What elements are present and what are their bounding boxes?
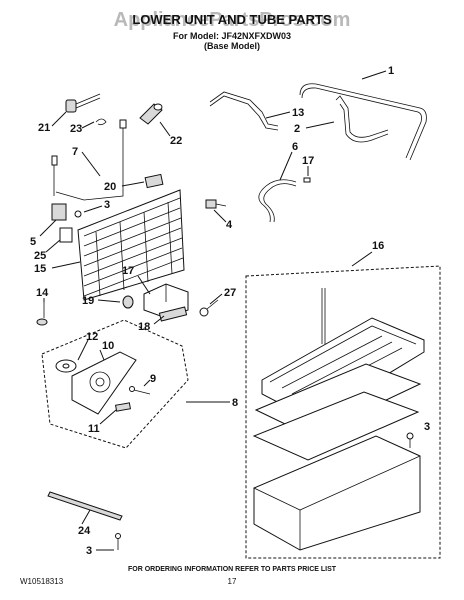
callout-11: 11 — [88, 423, 100, 435]
callout-17-upper: 17 — [302, 155, 314, 167]
callout-10: 10 — [102, 340, 114, 352]
callout-22: 22 — [170, 135, 182, 147]
part-4-sensor — [205, 199, 227, 209]
callout-3-upper: 3 — [104, 199, 110, 211]
callout-3-right: 3 — [424, 421, 430, 433]
part-5-bracket — [51, 203, 67, 221]
part-22-tube — [139, 103, 163, 125]
insulation-sheets — [252, 363, 422, 461]
part-21-connector — [65, 93, 101, 113]
part-25-bracket — [59, 227, 73, 243]
part-18-plate — [158, 306, 188, 322]
part-24-trim — [47, 491, 123, 521]
drain-pan — [253, 435, 421, 551]
part-10-fan-shroud — [71, 351, 137, 415]
part-8-fan-assembly-outline — [41, 319, 189, 449]
callout-9: 9 — [150, 373, 156, 385]
part-27-screw — [199, 299, 219, 317]
part-17-clip — [303, 177, 311, 183]
part-9-screw — [129, 386, 151, 395]
footer-note: FOR ORDERING INFORMATION REFER TO PARTS … — [128, 566, 337, 573]
callout-17-lower: 17 — [122, 265, 134, 277]
part-3-screw-upper — [74, 210, 82, 218]
part-20-clip — [144, 173, 164, 189]
callout-5: 5 — [30, 236, 36, 248]
callout-24: 24 — [78, 525, 91, 537]
part-15-evaporator — [77, 189, 185, 301]
callout-15: 15 — [34, 263, 46, 275]
footer-doc-number: W10518313 — [20, 577, 64, 586]
base-model-line: (Base Model) — [204, 41, 260, 51]
part-19-grommet — [122, 295, 134, 309]
part-14-wire — [36, 302, 48, 326]
footer-page-number: 17 — [228, 577, 237, 586]
callout-20: 20 — [104, 181, 116, 193]
part-7-harness — [51, 119, 127, 201]
part-3-screw-right — [406, 432, 414, 448]
part-12-fan-blade — [55, 359, 77, 373]
callout-8: 8 — [232, 397, 238, 409]
page-title: LOWER UNIT AND TUBE PARTS — [132, 12, 332, 27]
part-16-drain-assembly-outline — [245, 265, 441, 559]
callout-6: 6 — [292, 141, 298, 153]
part-1-tube — [299, 83, 427, 161]
callout-4: 4 — [226, 219, 233, 231]
model-line: For Model: JF42NXFXDW03 — [173, 31, 291, 41]
callout-12: 12 — [86, 331, 98, 343]
callout-1: 1 — [388, 65, 394, 77]
part-11-clip — [115, 402, 131, 412]
callout-19: 19 — [82, 295, 94, 307]
part-13-tube — [209, 91, 279, 131]
callout-13: 13 — [292, 107, 304, 119]
callout-7: 7 — [72, 146, 78, 158]
callout-14: 14 — [36, 287, 49, 299]
callout-23: 23 — [70, 123, 82, 135]
callout-3-lower: 3 — [86, 545, 92, 557]
part-2-tube — [335, 95, 389, 143]
part-23-clip — [95, 118, 107, 126]
part-3-screw-lower — [115, 533, 121, 550]
callout-16: 16 — [372, 240, 384, 252]
callout-2: 2 — [294, 123, 300, 135]
callout-27: 27 — [224, 287, 236, 299]
part-6-hose — [258, 179, 297, 223]
callout-21: 21 — [38, 122, 50, 134]
callout-25: 25 — [34, 250, 46, 262]
callout-18: 18 — [138, 321, 150, 333]
watermark: AppliancePartsPros.com — [114, 9, 351, 31]
